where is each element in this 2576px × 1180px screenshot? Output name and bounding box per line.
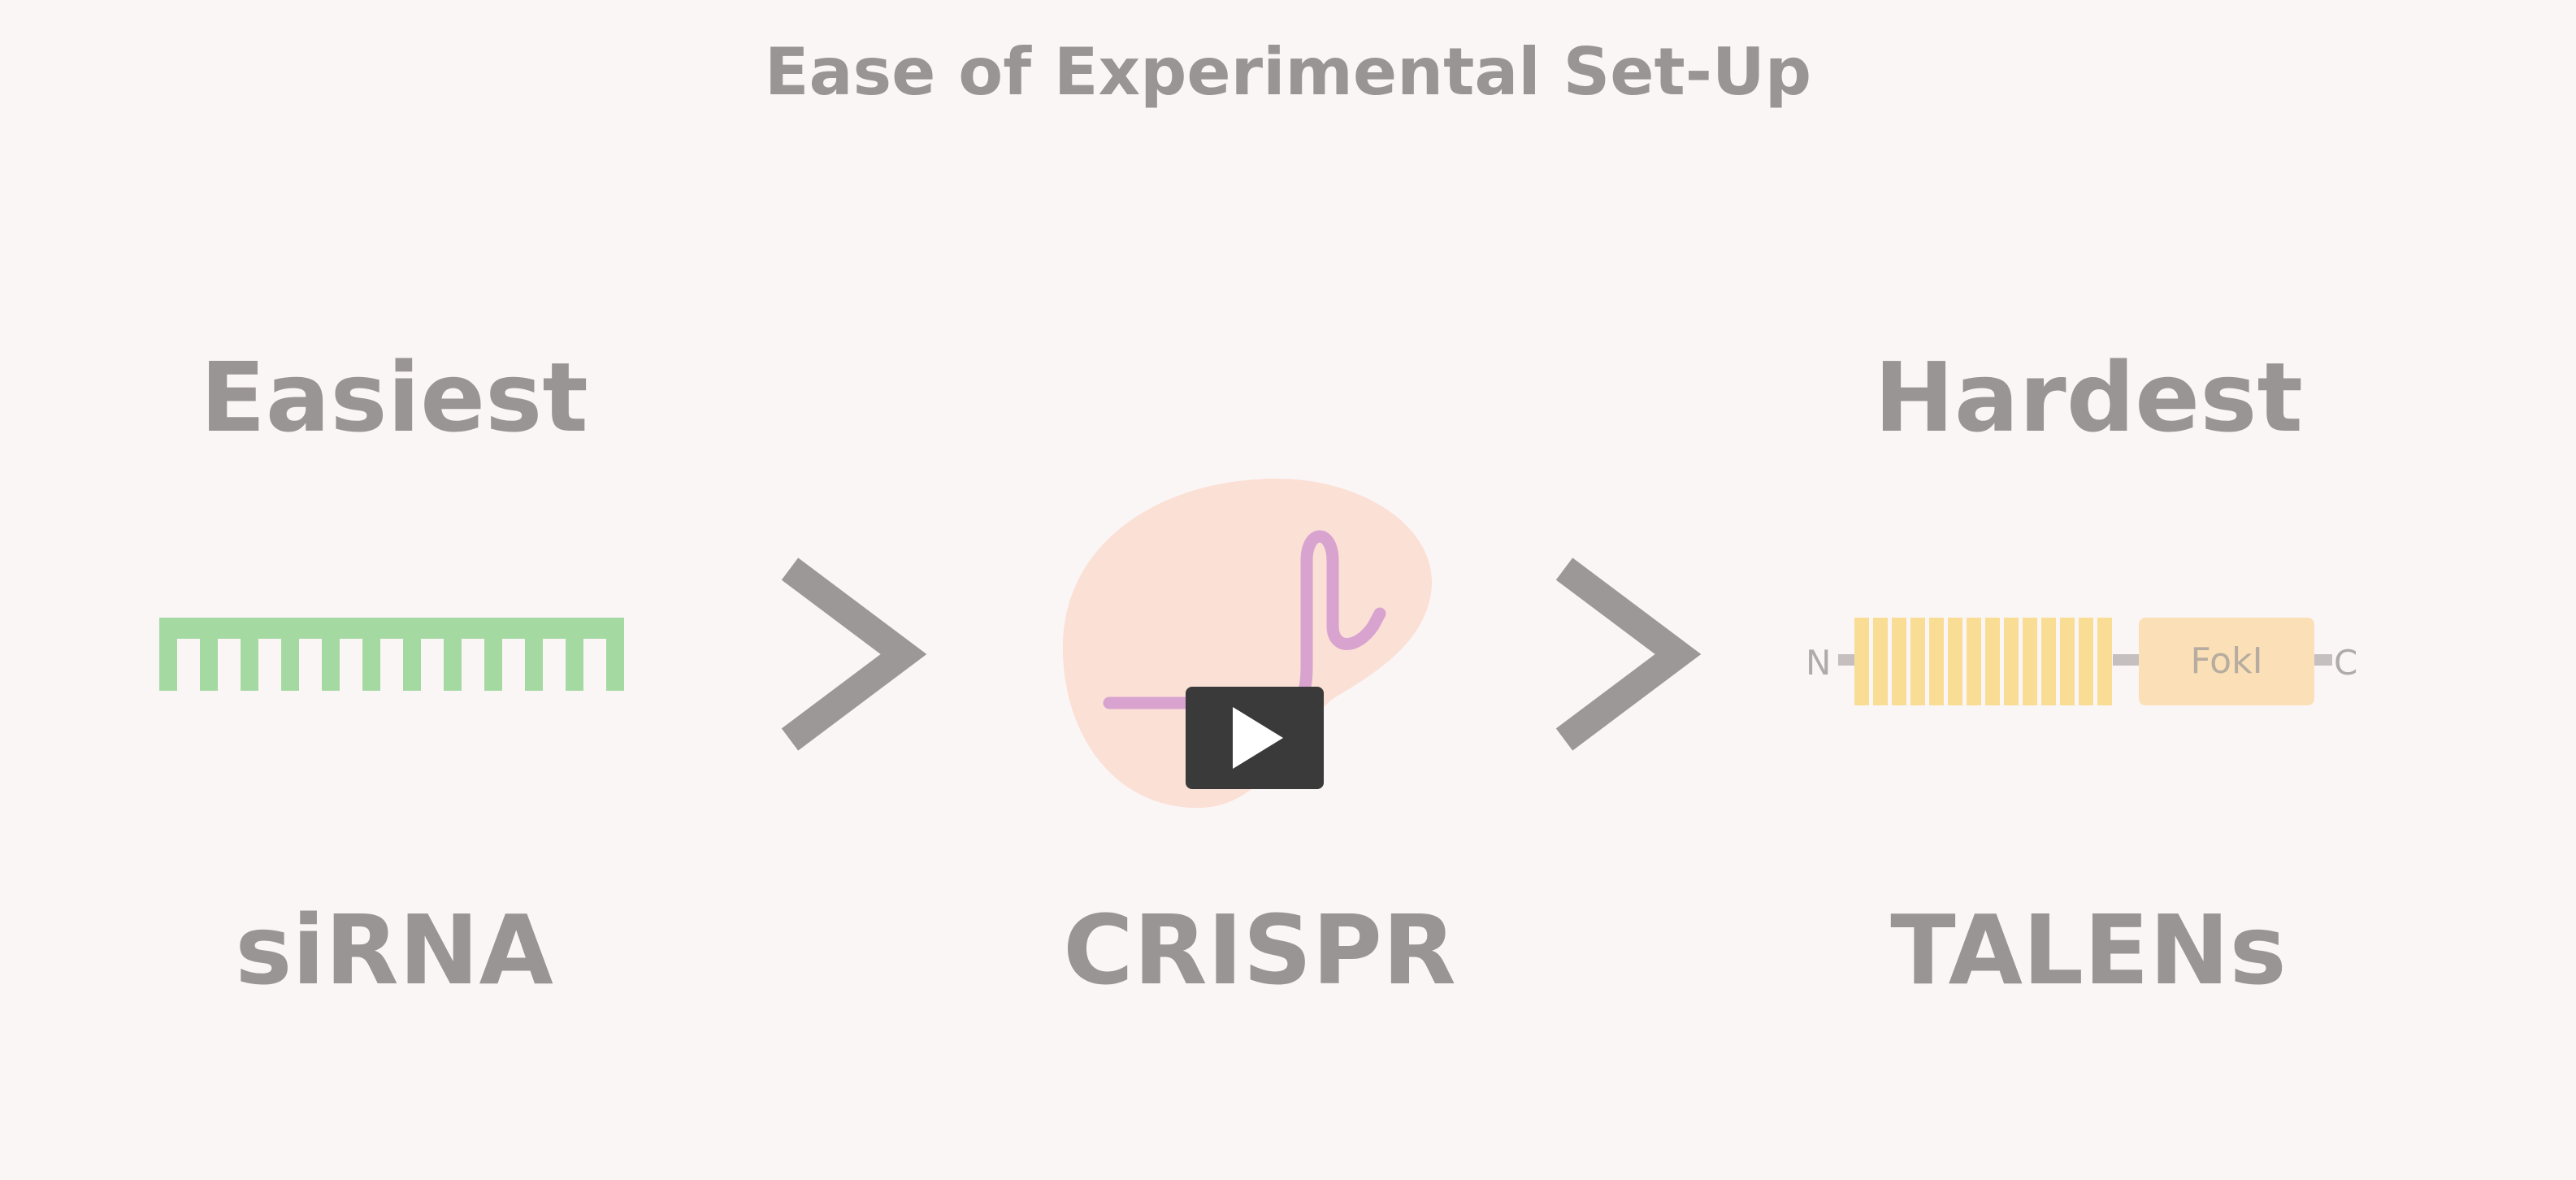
c-terminus-label: C	[2334, 643, 2357, 683]
page-title: Ease of Experimental Set-Up	[764, 34, 1812, 110]
label-easiest: Easiest	[200, 341, 588, 453]
label-hardest: Hardest	[1874, 341, 2303, 453]
label-crispr: CRISPR	[1063, 894, 1456, 1006]
play-button[interactable]	[1186, 687, 1324, 789]
play-icon	[1233, 707, 1283, 769]
n-terminus-label: N	[1806, 643, 1831, 683]
fokl-label: FokI	[2190, 640, 2262, 682]
greater-than-icon	[1555, 557, 1702, 751]
greater-than-icon	[781, 557, 927, 751]
label-sirna: siRNA	[235, 894, 553, 1006]
label-talens: TALENs	[1890, 894, 2287, 1006]
sirna-icon	[159, 618, 624, 691]
talen-icon: N FokI C	[1806, 618, 2357, 705]
